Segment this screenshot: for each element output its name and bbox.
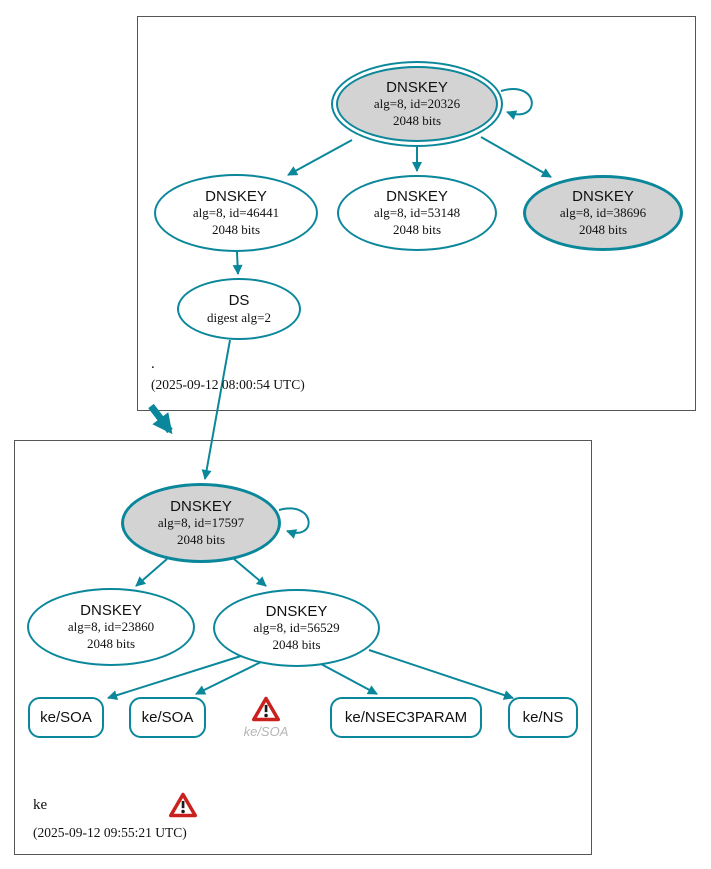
node-detail-bits: 2048 bits [211,221,261,237]
node-ke-dnskey-23860: DNSKEY alg=8, id=23860 2048 bits [27,588,195,666]
node-ke-ksk-17597: DNSKEY alg=8, id=17597 2048 bits [121,483,281,563]
node-detail-alg: alg=8, id=23860 [67,619,155,635]
node-detail-digest: digest alg=2 [206,309,272,325]
node-detail-bits: 2048 bits [272,636,321,652]
node-detail-alg: alg=8, id=38696 [559,205,647,221]
zone-label-ke: ke [33,797,48,813]
node-detail-bits: 2048 bits [578,221,628,237]
node-title: DNSKEY [265,603,328,621]
node-detail-alg: alg=8, id=20326 [373,96,461,112]
node-title: DNSKEY [572,188,634,206]
zone-box-root [137,16,696,411]
node-title: DNSKEY [386,188,448,206]
node-detail-bits: 2048 bits [86,635,136,651]
zone-timestamp-ke: (2025-09-12 09:55:21 UTC) [33,825,187,840]
rrset-ke-soa-warning-label: ke/SOA [243,724,289,739]
node-detail-bits: 2048 bits [176,531,226,547]
zone-label-root: . [151,356,155,372]
node-root-ds: DS digest alg=2 [177,278,301,340]
warning-triangle-icon [252,696,280,722]
node-title: DNSKEY [205,188,267,206]
node-detail-alg: alg=8, id=46441 [192,205,280,221]
node-title: DNSKEY [170,498,232,516]
node-root-dnskey-46441: DNSKEY alg=8, id=46441 2048 bits [154,174,318,252]
node-root-dnskey-38696: DNSKEY alg=8, id=38696 2048 bits [523,175,683,251]
zone-ke-warning-triangle-icon [169,792,197,818]
node-title: DNSKEY [386,79,448,97]
zone-box-ke [14,440,592,855]
rrset-ke-nsec3param: ke/NSEC3PARAM [330,697,482,738]
node-title: DS [228,292,250,310]
node-title: DNSKEY [80,602,142,620]
rrset-ke-soa-1: ke/SOA [28,697,104,738]
node-detail-alg: alg=8, id=56529 [253,620,340,636]
node-root-ksk-20326-inner: DNSKEY alg=8, id=20326 2048 bits [336,66,498,142]
node-detail-bits: 2048 bits [392,221,442,237]
rrset-ke-soa-2: ke/SOA [129,697,206,738]
node-detail-bits: 2048 bits [392,112,442,128]
node-root-ksk-20326: DNSKEY alg=8, id=20326 2048 bits [331,61,503,147]
node-ke-dnskey-56529: DNSKEY alg=8, id=56529 2048 bits [213,589,380,667]
zone-timestamp-root: (2025-09-12 08:00:54 UTC) [151,377,305,392]
node-detail-alg: alg=8, id=17597 [157,515,245,531]
node-root-dnskey-53148: DNSKEY alg=8, id=53148 2048 bits [337,175,497,251]
rrset-ke-ns: ke/NS [508,697,578,738]
node-detail-alg: alg=8, id=53148 [373,205,461,221]
